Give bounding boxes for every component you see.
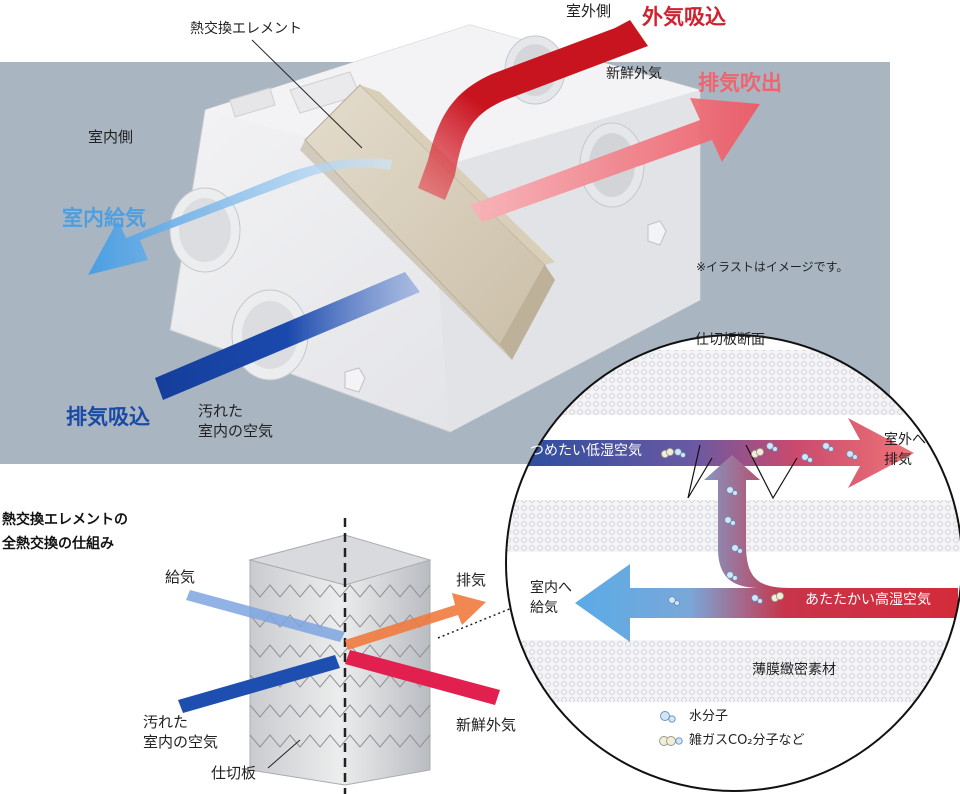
stack-dirty-air-arrow — [178, 655, 340, 713]
migration-lines-right — [745, 444, 798, 500]
indoor-side-label: 室内側 — [88, 128, 134, 146]
stack-exhaust-arrow — [345, 593, 486, 650]
section-circle-border — [505, 334, 960, 792]
water-molecule — [668, 596, 680, 606]
exhaust-intake-label: 排気吸込 — [66, 405, 150, 429]
legend-water-icon — [660, 711, 676, 723]
outdoor-side-label: 室外側 — [566, 2, 612, 20]
gas-molecule — [661, 447, 675, 458]
dirty-air-label-line2: 室内の空気 — [198, 422, 274, 440]
stack-dirty-label-line2: 室内の空気 — [143, 733, 219, 751]
to-outdoor-label-line1: 室外へ — [884, 432, 926, 448]
cold-dry-air-label: つめたい低湿空気 — [530, 443, 642, 459]
exhaust-intake-arrow — [155, 272, 420, 400]
water-molecule — [751, 594, 763, 604]
to-indoor-label-line2: 給気 — [530, 600, 558, 616]
element-label: 熱交換エレメント — [190, 21, 302, 37]
membrane-label: 薄膜緻密素材 — [752, 662, 836, 678]
element-leader-line — [251, 39, 363, 149]
fresh-air-label: 新鮮外気 — [606, 66, 662, 82]
dirty-air-label-line1: 汚れた — [198, 402, 244, 420]
illustration-note: ※イラストはイメージです。 — [696, 260, 849, 274]
water-molecule — [726, 571, 738, 581]
partition-leader-line — [267, 739, 301, 769]
partition-label: 仕切板 — [211, 764, 257, 782]
exhaust-out-label: 排気吹出 — [698, 71, 782, 95]
indoor-supply-arrow — [88, 158, 392, 275]
legend-gas-label: 雑ガスCO₂分子など — [689, 733, 805, 748]
water-molecule — [724, 516, 736, 526]
gas-molecule — [751, 447, 765, 458]
outdoor-intake-arrow — [418, 20, 648, 200]
water-molecule — [846, 450, 858, 460]
legend-gas-icon — [659, 736, 683, 746]
water-molecule — [822, 442, 834, 452]
stack-fresh-label: 新鮮外気 — [456, 716, 517, 734]
indoor-supply-label: 室内給気 — [62, 206, 146, 230]
to-indoor-label-line1: 室内へ — [530, 580, 572, 596]
mechanism-title-line2: 全熱交換の仕組み — [2, 536, 114, 552]
stack-exhaust-label: 排気 — [456, 571, 487, 589]
warm-humid-air-arrow — [575, 455, 958, 642]
water-molecule — [674, 448, 686, 458]
water-molecule — [801, 453, 813, 463]
section-title: 仕切板断面 — [695, 332, 765, 348]
mounting-clip — [647, 220, 667, 246]
water-molecule — [731, 544, 743, 554]
stack-supply-label: 給気 — [165, 568, 196, 586]
stack-dirty-label-line1: 汚れた — [143, 713, 189, 731]
to-outdoor-label-line2: 排気 — [884, 452, 912, 468]
mounting-clip — [344, 367, 366, 393]
molecule-markers — [661, 442, 858, 606]
stack-fresh-air-arrow — [345, 650, 500, 705]
legend-water-label: 水分子 — [689, 709, 729, 724]
exhaust-out-arrow — [470, 98, 760, 222]
stack-supply-arrow — [186, 590, 345, 642]
heat-exchange-element — [300, 84, 555, 360]
water-molecule — [766, 442, 778, 452]
membrane-layer-bottom — [506, 640, 960, 702]
migration-lines-left — [687, 444, 713, 499]
element-stack-illustration — [248, 534, 432, 786]
outdoor-intake-label: 外気吸込 — [642, 5, 726, 29]
stack-corrugation-rows — [249, 584, 431, 748]
water-molecule — [726, 486, 738, 496]
detail-connector-dotted — [437, 607, 513, 639]
gas-molecule — [771, 592, 785, 603]
section-circle-content — [506, 350, 960, 702]
mechanism-title-line1: 熱交換エレメントの — [2, 512, 128, 528]
warm-humid-air-label: あたたかい高湿空気 — [805, 592, 931, 608]
cold-dry-air-arrow — [516, 418, 914, 488]
